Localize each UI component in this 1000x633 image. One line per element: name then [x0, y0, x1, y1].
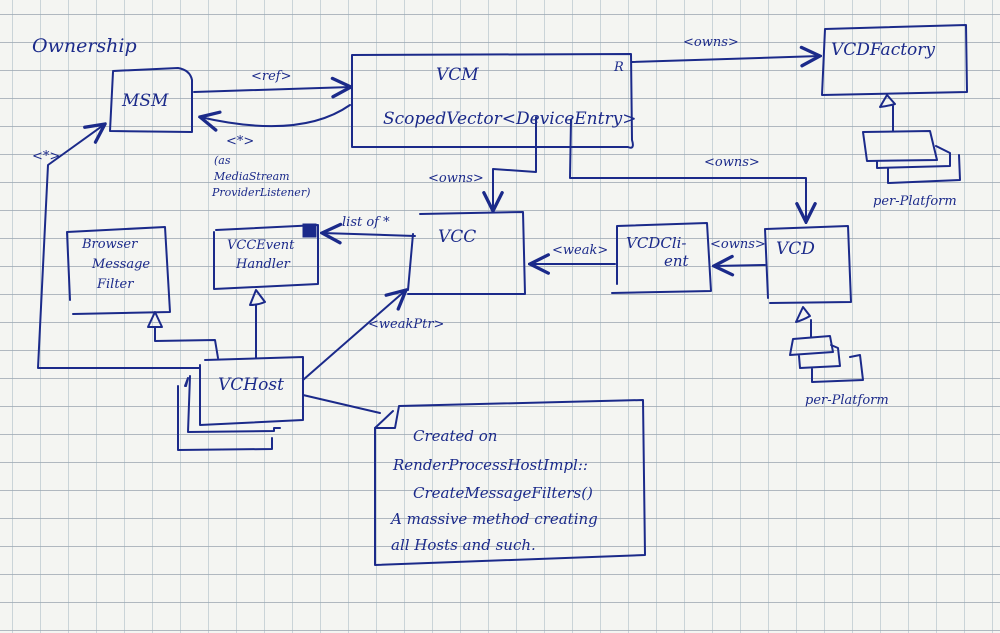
bmf-line-3: Filter [96, 277, 134, 292]
handler-inheritance-triangle [249, 289, 266, 306]
vcm-title: VCM [436, 65, 479, 85]
vcm-to-msm-arrow [200, 104, 351, 126]
vcm-to-vcd-arrow [569, 119, 806, 222]
handler-line-2: Handler [235, 257, 291, 272]
msm-note-2: MediaStream [213, 170, 290, 183]
factory-inheritance: per-Platform [862, 94, 961, 209]
vchost-to-msm-label: <*> [32, 149, 60, 164]
vcc-to-handler-arrow [322, 233, 416, 236]
factory-per-platform-label: per-Platform [873, 194, 957, 209]
vcc-box: VCC [407, 211, 526, 295]
vcd-to-vcdclient-label: <owns> [710, 237, 766, 252]
diagram-title: Ownership [32, 35, 137, 57]
note-line-4: A massive method creating [389, 510, 598, 528]
vcm-member: ScopedVector<DeviceEntry> [383, 109, 636, 129]
vcd-to-vcdclient-arrow [714, 265, 766, 266]
bmf-line-1: Browser [81, 237, 138, 252]
bmf-line-2: Message [91, 257, 150, 272]
vcm-corner-label: R [613, 60, 624, 75]
vcd-label: VCD [776, 239, 815, 259]
vchost-to-vcc-arrow [302, 290, 406, 381]
vcd-inheritance: per-Platform [789, 306, 889, 408]
vcdclient-to-vcc-label: <weak> [552, 243, 608, 258]
note-box: Created on RenderProcessHostImpl:: Creat… [374, 399, 646, 566]
vcd-factory-label: VCDFactory [831, 40, 935, 60]
vcd-client-line-1: VCDCli- [626, 234, 686, 252]
note-line-2: RenderProcessHostImpl:: [392, 456, 588, 474]
note-line-5: all Hosts and such. [391, 536, 536, 554]
msm-label: MSM [121, 91, 169, 111]
msm-note-3: ProviderListener) [211, 186, 310, 199]
browser-message-filter-box: Browser Message Filter [66, 226, 171, 315]
connectors: <ref> <*> (as MediaStream ProviderListen… [32, 35, 820, 414]
note-line-1: Created on [413, 427, 497, 445]
vcc-event-handler-box: VCCEvent Handler [213, 223, 319, 290]
vcc-to-handler-label: list of * [342, 215, 390, 230]
vcm-to-vcc-arrow [493, 116, 537, 211]
vcm-to-vcc-label: <owns> [428, 171, 484, 186]
bmf-inheritance-line [154, 326, 219, 359]
vchost-label: VCHost [218, 375, 284, 395]
msm-to-vcm-arrow [193, 87, 351, 92]
vcd-factory-box: VCDFactory [821, 24, 968, 96]
vcm-box: R VCM ScopedVector<DeviceEntry> [351, 53, 636, 149]
note-anchor-line [302, 394, 381, 414]
vcc-label: VCC [438, 227, 476, 247]
vcd-per-platform-label: per-Platform [805, 393, 889, 408]
vcm-to-factory-arrow [631, 56, 820, 62]
vcm-to-factory-label: <owns> [683, 35, 739, 50]
vcd-client-line-2: ent [664, 252, 690, 270]
vcd-box: VCD [764, 225, 852, 304]
vchost-box: VCHost [177, 356, 304, 451]
composition-diamond [302, 223, 317, 238]
msm-note-1: (as [214, 154, 231, 167]
bmf-inheritance-triangle [147, 311, 163, 328]
vchost-to-msm-arrow [37, 124, 201, 369]
note-line-3: CreateMessageFilters() [413, 484, 593, 502]
vcd-client-box: VCDCli- ent [611, 222, 712, 294]
vchost-to-vcc-label: <weakPtr> [368, 317, 444, 332]
vcm-to-vcd-label: <owns> [704, 155, 760, 170]
vcm-to-msm-label: <*> [226, 134, 254, 149]
msm-to-vcm-label: <ref> [251, 69, 292, 84]
msm-box: MSM [109, 67, 193, 133]
handler-line-1: VCCEvent [227, 238, 295, 253]
